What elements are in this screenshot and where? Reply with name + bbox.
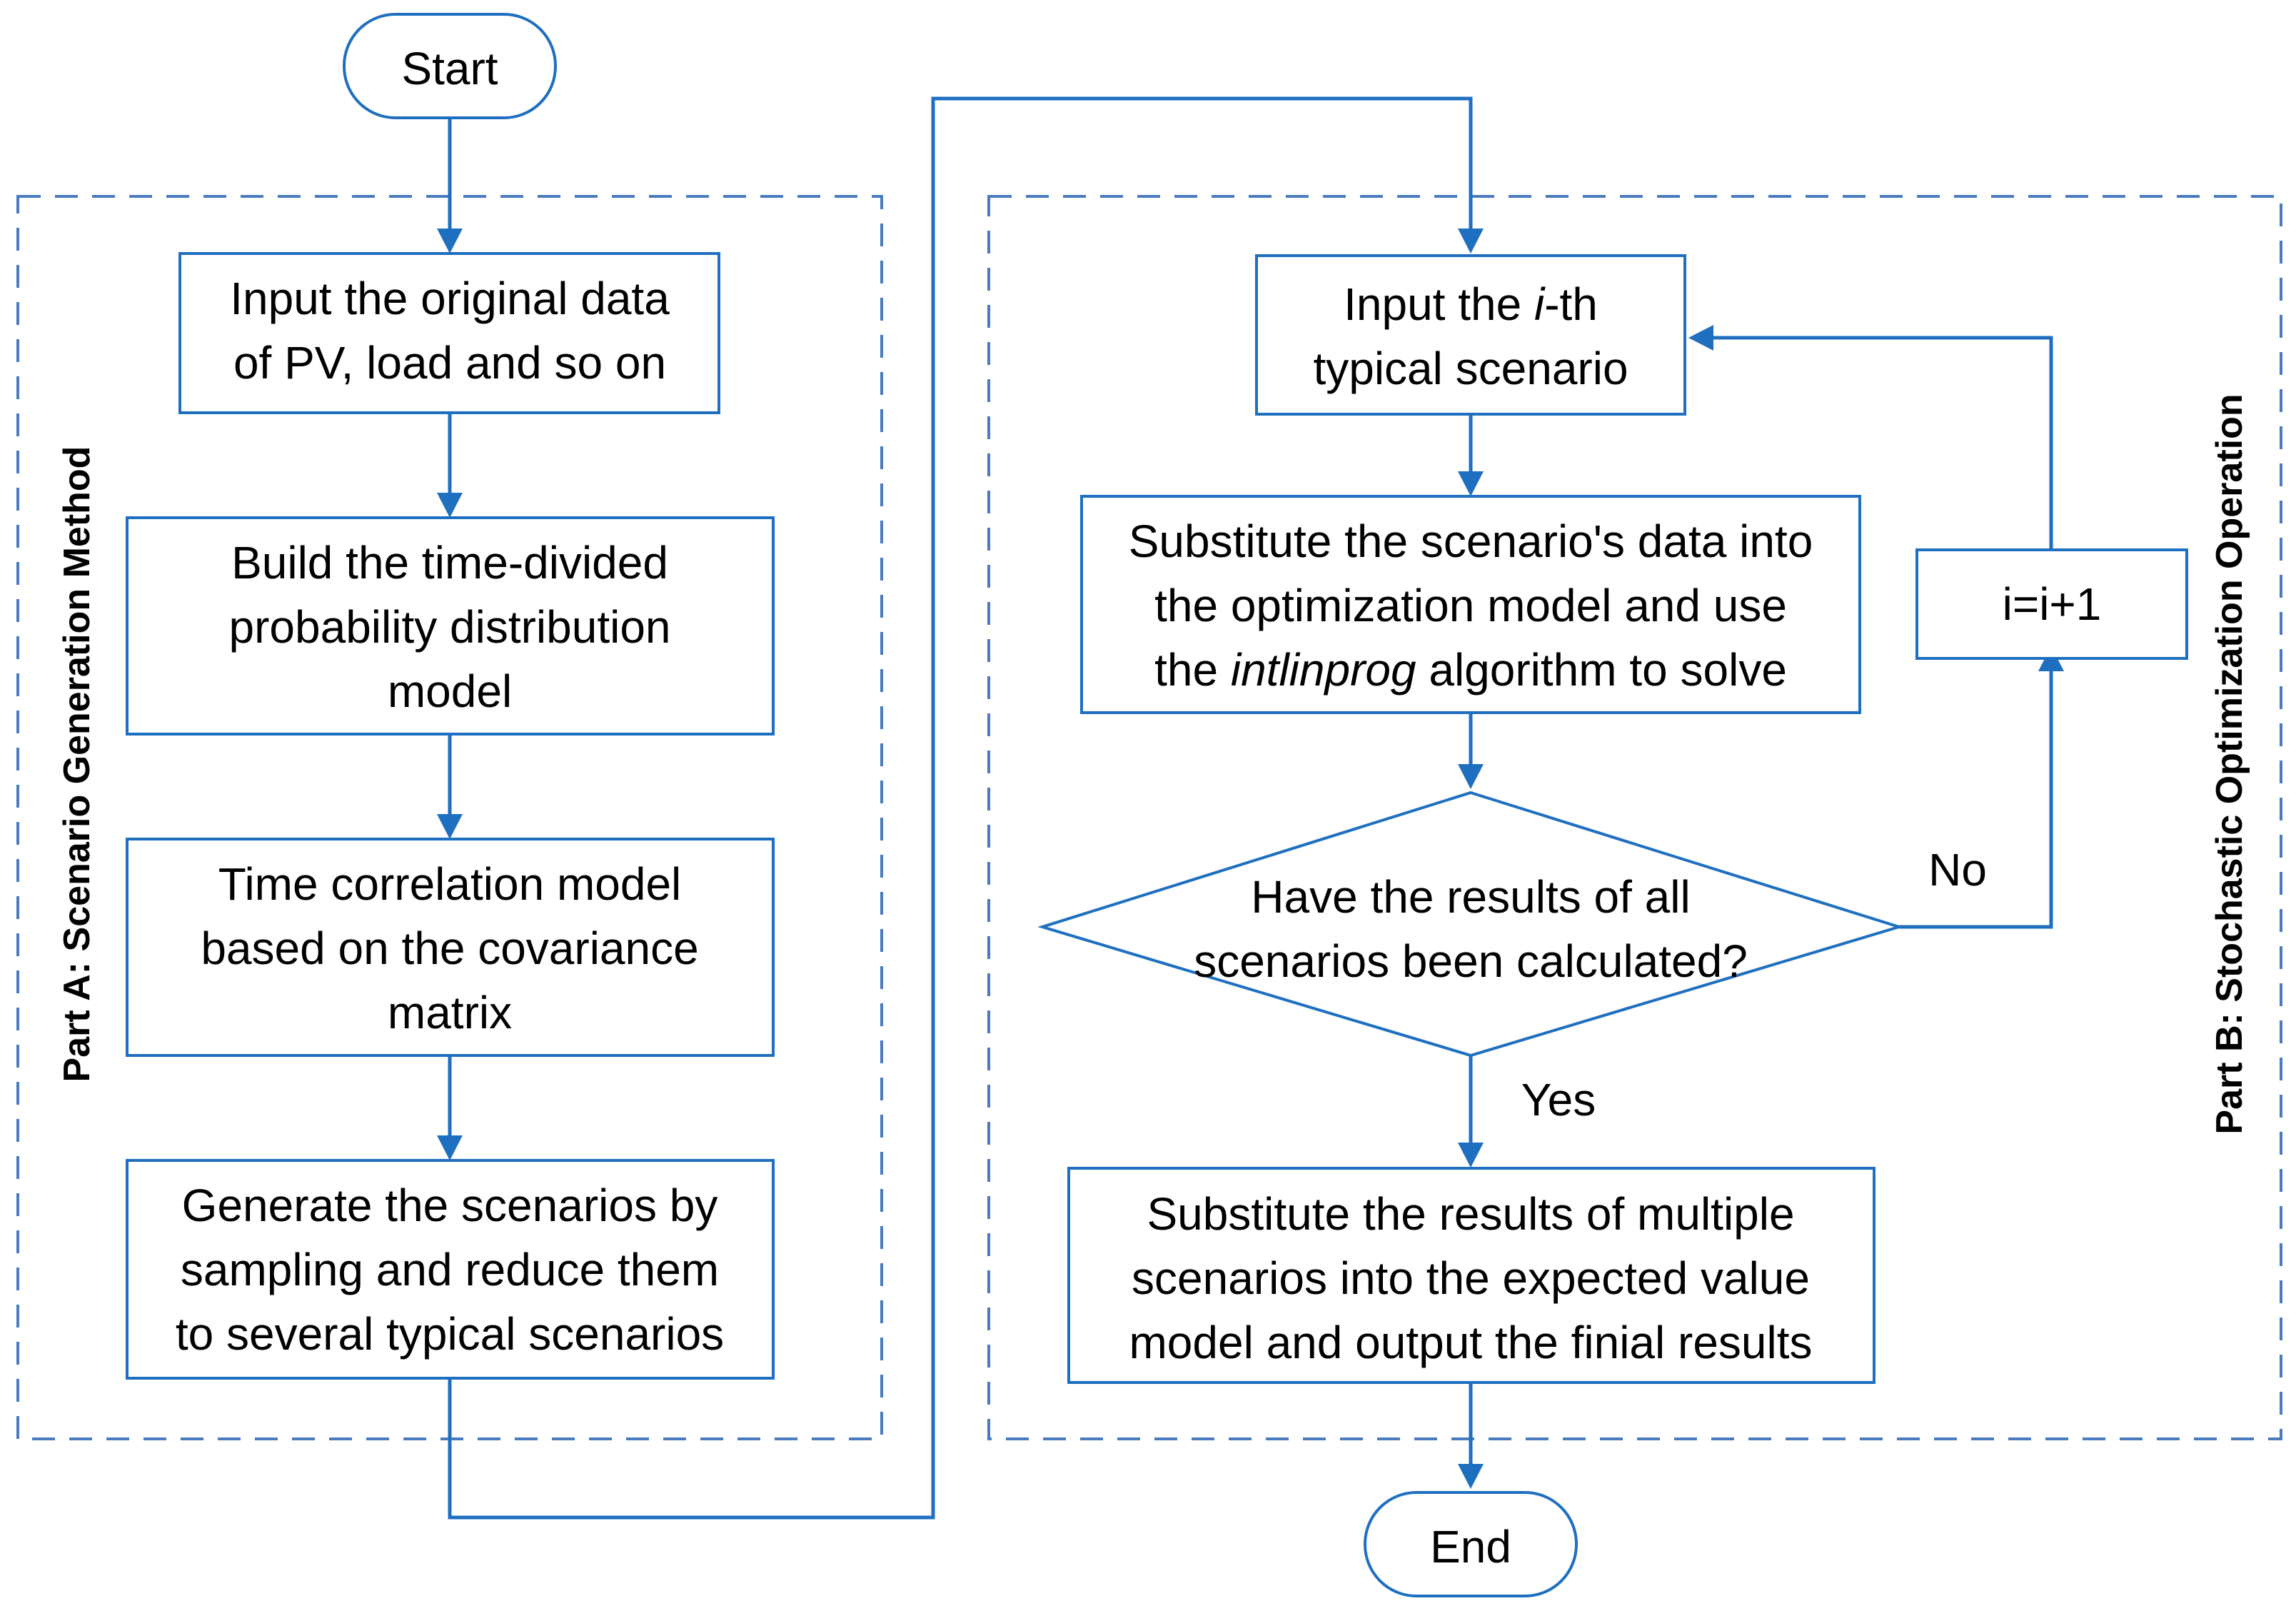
decision-line-2: scenarios been calculated? [1194, 935, 1748, 987]
start-terminal: Start [343, 13, 557, 119]
part-b-label: Part B: Stochastic Optimization Operatio… [2209, 393, 2250, 1134]
decision-all-calculated: Have the results of all scenarios been c… [1037, 791, 1904, 1058]
solve-line-1: Substitute the scenario's data into [1129, 516, 1813, 567]
step-time-correlation-model: Time correlation model based on the cova… [126, 838, 775, 1057]
crossover-connector [448, 96, 1473, 1520]
step-2-line-3: model [388, 666, 512, 717]
yes-branch-label: Yes [1521, 1074, 1596, 1125]
step-4-line-2: sampling and reduce them [181, 1244, 719, 1295]
end-terminal: End [1364, 1491, 1578, 1597]
connectors-part-a [437, 118, 463, 1160]
part-a-label: Part A: Scenario Generation Method [56, 446, 98, 1083]
step-4-line-3: to several typical scenarios [176, 1308, 724, 1360]
output-line-2: scenarios into the expected value [1132, 1253, 1810, 1304]
step-3-line-1: Time correlation model [218, 858, 682, 910]
input-scenario-line-2: typical scenario [1313, 343, 1628, 394]
step-4-line-1: Generate the scenarios by [182, 1180, 718, 1231]
connectors-part-b [1458, 325, 2064, 1489]
step-increment-i: i=i+1 [1915, 548, 2188, 660]
decision-line-1: Have the results of all [1251, 871, 1690, 923]
step-3-line-2: based on the covariance [201, 923, 698, 974]
step-input-ith-scenario: Input the i-th typical scenario [1255, 254, 1686, 416]
step-output-final-results: Substitute the results of multiple scena… [1067, 1167, 1875, 1384]
no-branch-label: No [1928, 844, 1987, 895]
step-3-line-3: matrix [388, 987, 512, 1038]
step-1-line-2: of PV, load and so on [233, 337, 666, 388]
input-scenario-line-1: Input the i-th [1344, 278, 1598, 330]
step-input-original-data: Input the original data of PV, load and … [178, 252, 720, 414]
part-b-region [987, 195, 2282, 1440]
step-1-line-1: Input the original data [230, 273, 670, 324]
step-2-line-1: Build the time-divided [231, 537, 668, 588]
solve-line-3: the intlinprog algorithm to solve [1154, 644, 1787, 696]
crossover-arrowhead [1458, 229, 1484, 254]
step-solve-optimization: Substitute the scenario's data into the … [1080, 495, 1861, 714]
end-label: End [1430, 1521, 1511, 1572]
step-generate-scenarios: Generate the scenarios by sampling and r… [126, 1159, 775, 1380]
start-label: Start [401, 43, 498, 94]
output-line-1: Substitute the results of multiple [1147, 1188, 1794, 1240]
increment-label: i=i+1 [2003, 578, 2102, 630]
step-2-line-2: probability distribution [229, 601, 671, 653]
solve-line-2: the optimization model and use [1154, 580, 1787, 631]
step-build-distribution-model: Build the time-divided probability distr… [126, 516, 775, 736]
output-line-3: model and output the finial results [1129, 1317, 1812, 1368]
